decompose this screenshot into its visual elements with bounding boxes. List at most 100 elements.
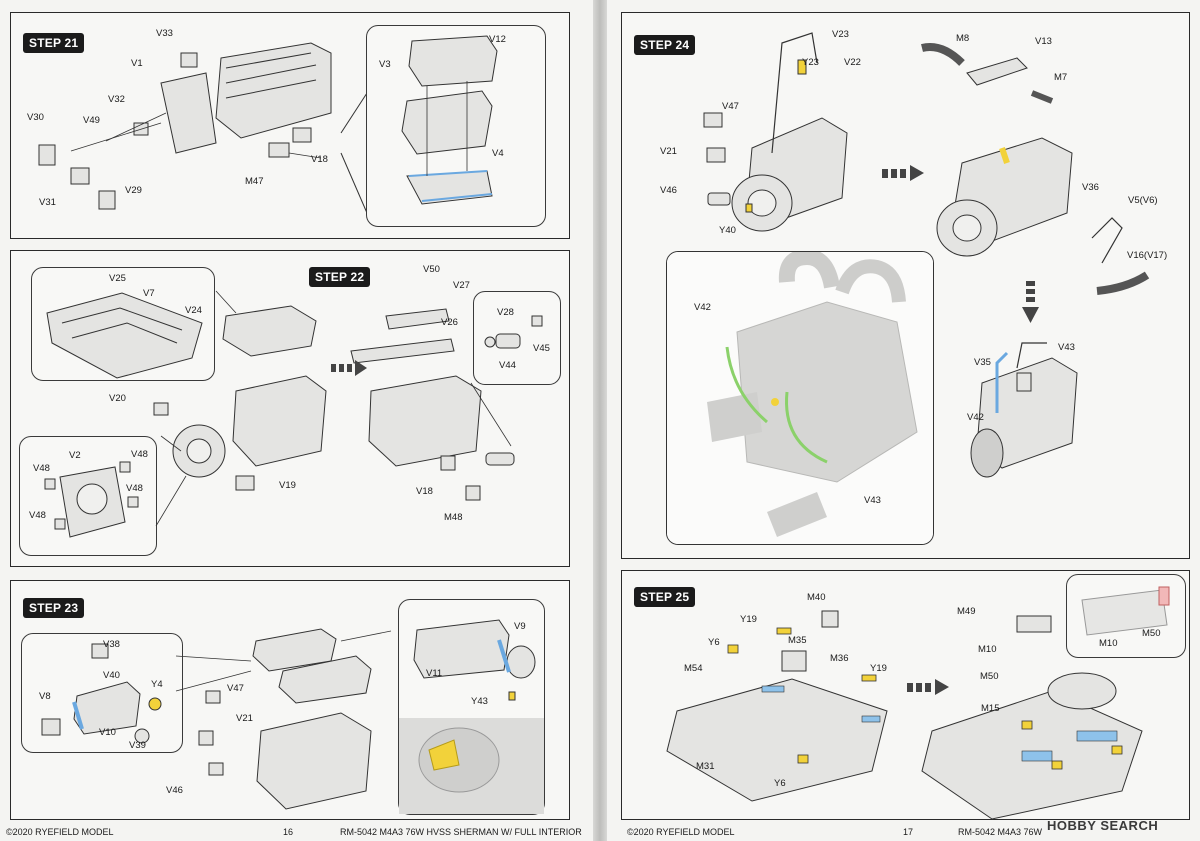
part-label: V47: [227, 683, 244, 694]
part-label: V13: [1035, 36, 1052, 47]
part-label: V5(V6): [1128, 195, 1158, 206]
part-label: V22: [844, 57, 861, 68]
right-footer-title: RM-5042 M4A3 76W: [958, 827, 1043, 837]
step-21-panel: STEP 21: [10, 12, 570, 239]
left-footer-title: RM-5042 M4A3 76W HVSS SHERMAN W/ FULL IN…: [340, 827, 582, 837]
part-label: M7: [1054, 72, 1068, 83]
part-label: Y6: [774, 778, 786, 789]
part-label: V39: [129, 740, 146, 751]
part-label: V21: [236, 713, 253, 724]
part-label: M35: [788, 635, 807, 646]
part-label: V20: [109, 393, 126, 404]
step-22-drawing: [153, 290, 515, 527]
step-24-panel: STEP 24: [621, 12, 1190, 559]
step-23-drawing: [175, 628, 392, 810]
part-label: V48: [33, 463, 50, 474]
part-label: M48: [444, 512, 463, 523]
part-label: V43: [1058, 342, 1075, 353]
part-label: M50: [980, 671, 999, 682]
part-label: Y19: [740, 614, 757, 625]
part-label: V46: [166, 785, 183, 796]
left-footer-copyright: ©2020 RYEFIELD MODEL: [6, 827, 114, 837]
part-label: M36: [830, 653, 849, 664]
step-22-right-callout: [473, 291, 561, 385]
step-22-panel: STEP 22: [10, 250, 570, 567]
part-label: V49: [83, 115, 100, 126]
step-25-drawing: [666, 610, 1143, 820]
step-21-detail-callout: [366, 25, 546, 227]
left-page: STEP 21: [0, 0, 593, 841]
step-21-drawing: [38, 42, 368, 214]
part-label: Y43: [471, 696, 488, 707]
step-24-badge: STEP 24: [634, 35, 696, 55]
part-label: V3: [379, 59, 391, 70]
part-label: Y4: [151, 679, 163, 690]
part-label: M8: [956, 33, 970, 44]
part-label: Y6: [708, 637, 720, 648]
right-page: STEP 24: [607, 0, 1200, 841]
part-label: V45: [533, 343, 550, 354]
left-page-number: 16: [283, 827, 294, 837]
part-label: V19: [279, 480, 296, 491]
book-gutter: [593, 0, 607, 841]
right-page-number: 17: [903, 827, 914, 837]
part-label: V29: [125, 185, 142, 196]
part-label: V7: [143, 288, 155, 299]
part-label: V44: [499, 360, 516, 371]
step-23-panel: STEP 23: [10, 580, 570, 820]
right-footer-copyright: ©2020 RYEFIELD MODEL: [627, 827, 735, 837]
step-23-left-callout: [21, 633, 183, 753]
part-label: V40: [103, 670, 120, 681]
part-label: V18: [311, 154, 328, 165]
step-24-drawing: [703, 32, 1150, 478]
step-22-top-callout: [31, 267, 215, 381]
part-label: M54: [684, 663, 703, 674]
part-label: Y40: [719, 225, 736, 236]
part-label: V48: [131, 449, 148, 460]
part-label: V43: [864, 495, 881, 506]
part-label: V36: [1082, 182, 1099, 193]
part-label: V33: [156, 28, 173, 39]
part-label: V21: [660, 146, 677, 157]
part-label: V31: [39, 197, 56, 208]
part-label: V48: [126, 483, 143, 494]
part-label: M10: [978, 644, 997, 655]
part-label: V28: [497, 307, 514, 318]
part-label: V10: [99, 727, 116, 738]
step-25-panel: STEP 25: [621, 570, 1190, 820]
part-label: V27: [453, 280, 470, 291]
part-label: M31: [696, 761, 715, 772]
part-label: Y23: [802, 57, 819, 68]
part-label: V1: [131, 58, 143, 69]
step-25-detail-callout: [1066, 574, 1186, 658]
part-label: M40: [807, 592, 826, 603]
part-label: M15: [981, 703, 1000, 714]
part-label: V24: [185, 305, 202, 316]
part-label: V8: [39, 691, 51, 702]
part-label: V42: [694, 302, 711, 313]
part-label: V2: [69, 450, 81, 461]
part-label: M10: [1099, 638, 1118, 649]
part-label: V26: [441, 317, 458, 328]
part-label: M49: [957, 606, 976, 617]
step-24-engine-photo: [666, 251, 934, 545]
part-label: V23: [832, 29, 849, 40]
step-21-badge: STEP 21: [23, 33, 85, 53]
part-label: V16(V17): [1127, 250, 1168, 261]
part-label: V9: [514, 621, 526, 632]
part-label: V38: [103, 639, 120, 650]
part-label: V12: [489, 34, 506, 45]
part-label: V50: [423, 264, 440, 275]
part-label: V47: [722, 101, 739, 112]
part-label: V42: [967, 412, 984, 423]
step-23-badge: STEP 23: [23, 598, 85, 618]
part-label: V30: [27, 112, 44, 123]
part-label: V18: [416, 486, 433, 497]
part-label: M50: [1142, 628, 1161, 639]
step-22-badge: STEP 22: [309, 267, 371, 287]
watermark: HOBBY SEARCH: [1047, 818, 1159, 833]
part-label: V35: [974, 357, 991, 368]
part-label: V4: [492, 148, 504, 159]
part-label: Y19: [870, 663, 887, 674]
part-label: V46: [660, 185, 677, 196]
